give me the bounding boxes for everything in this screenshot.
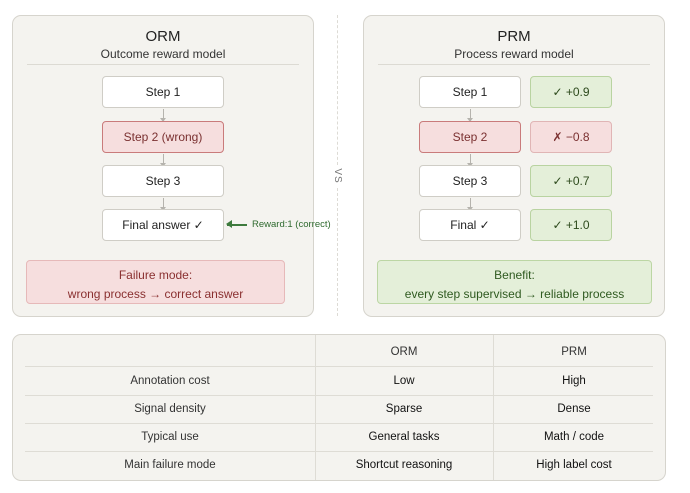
table-row-label: Typical use bbox=[141, 431, 199, 443]
table-cell-prm: Dense bbox=[557, 403, 591, 415]
orm-panel: ORM Outcome reward model Step 1 Step 2 (… bbox=[12, 15, 314, 317]
vs-divider-bottom bbox=[337, 188, 338, 316]
table-row-label: Annotation cost bbox=[130, 375, 210, 387]
reward-label: Reward:1 (correct) bbox=[252, 219, 331, 230]
prm-score-final: ✓ +1.0 bbox=[530, 209, 612, 241]
orm-title: ORM bbox=[145, 28, 181, 45]
table-column-divider bbox=[493, 335, 494, 480]
table-cell-prm: High label cost bbox=[536, 459, 612, 471]
prm-step-2-wrong: Step 2 bbox=[419, 121, 521, 153]
table-cell-prm: High bbox=[562, 375, 586, 387]
table-cell-orm: General tasks bbox=[368, 431, 440, 443]
prm-subtitle: Process reward model bbox=[454, 47, 574, 61]
reward-arrow-icon bbox=[226, 221, 247, 227]
vs-label: VS bbox=[332, 168, 343, 184]
vs-divider-top bbox=[337, 15, 338, 165]
table-row-label: Signal density bbox=[134, 403, 206, 415]
prm-note-text: every step supervised → reliable process bbox=[404, 287, 625, 301]
prm-benefit-note: Benefit: every step supervised → reliabl… bbox=[377, 260, 652, 304]
prm-arrow-down-icon bbox=[467, 109, 473, 122]
prm-divider bbox=[378, 64, 650, 65]
table-row: Typical use General tasks Math / code bbox=[25, 423, 653, 452]
prm-score-3: ✓ +0.7 bbox=[530, 165, 612, 197]
table-column-divider bbox=[315, 335, 316, 480]
table-header-prm: PRM bbox=[561, 346, 587, 358]
orm-failure-note: Failure mode: wrong process → correct an… bbox=[26, 260, 285, 304]
table-cell-orm: Shortcut reasoning bbox=[355, 459, 453, 471]
prm-step-1: Step 1 bbox=[419, 76, 521, 108]
prm-title: PRM bbox=[497, 28, 531, 45]
table-header-orm: ORM bbox=[390, 346, 418, 358]
orm-note-text: wrong process → correct answer bbox=[67, 287, 244, 301]
table-cell-prm: Math / code bbox=[543, 431, 605, 443]
orm-step-1: Step 1 bbox=[102, 76, 224, 108]
prm-panel: PRM Process reward model Step 1 ✓ +0.9 S… bbox=[363, 15, 665, 317]
table-header-cell bbox=[25, 338, 315, 366]
orm-note-title: Failure mode: bbox=[118, 268, 193, 282]
table-row: Signal density Sparse Dense bbox=[25, 395, 653, 424]
table-header-row: ORM PRM bbox=[25, 338, 653, 367]
orm-final-answer: Final answer ✓ bbox=[102, 209, 224, 241]
table-cell-orm: Sparse bbox=[385, 403, 423, 415]
orm-step-2-wrong: Step 2 (wrong) bbox=[102, 121, 224, 153]
prm-step-3: Step 3 bbox=[419, 165, 521, 197]
comparison-table: ORM PRM Annotation cost Low High Signal … bbox=[12, 334, 666, 481]
orm-divider bbox=[27, 64, 299, 65]
table-row-label: Main failure mode bbox=[124, 459, 216, 471]
prm-score-1: ✓ +0.9 bbox=[530, 76, 612, 108]
table-row: Main failure mode Shortcut reasoning Hig… bbox=[25, 451, 653, 479]
prm-score-2: ✗ −0.8 bbox=[530, 121, 612, 153]
orm-step-3: Step 3 bbox=[102, 165, 224, 197]
orm-subtitle: Outcome reward model bbox=[100, 47, 226, 61]
prm-note-title: Benefit: bbox=[494, 268, 535, 282]
table-row: Annotation cost Low High bbox=[25, 367, 653, 396]
prm-final: Final ✓ bbox=[419, 209, 521, 241]
table-cell-orm: Low bbox=[393, 375, 415, 387]
orm-arrow-down-icon bbox=[160, 109, 166, 122]
